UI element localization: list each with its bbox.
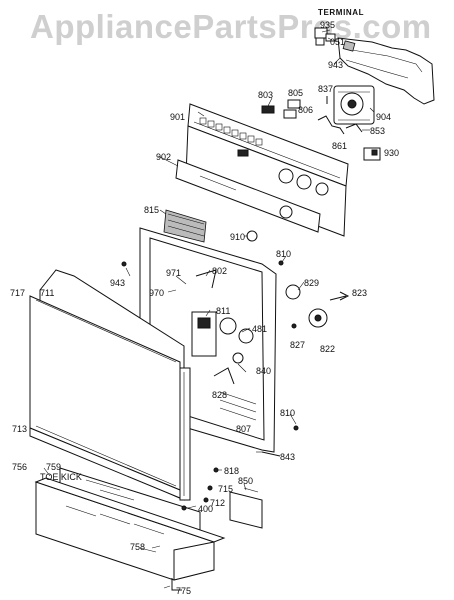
leader-lines (43, 29, 375, 589)
callout-759: 759 (46, 462, 62, 472)
callout-756: 756 (12, 462, 28, 472)
callout-822: 822 (320, 344, 336, 354)
panel-insert-902 (175, 159, 321, 233)
callout-827: 827 (290, 340, 306, 350)
callout-818: 818 (224, 466, 240, 476)
callout-910: 910 (230, 232, 246, 242)
callout-853: 853 (370, 126, 386, 136)
callout-943-left: 943 (110, 278, 126, 288)
outer-door-panel (29, 269, 191, 501)
callout-943-top: 943 (328, 60, 344, 70)
part-775 (171, 578, 182, 591)
callout-970: 970 (149, 288, 165, 298)
part-853 (345, 123, 363, 133)
part-400 (181, 505, 187, 511)
watermark: AppliancePartsPros.com (30, 8, 432, 45)
part-715 (207, 485, 213, 491)
control-panel-901 (185, 103, 349, 237)
callout-971: 971 (166, 268, 182, 278)
callout-715: 715 (218, 484, 234, 494)
part-823 (329, 291, 350, 301)
callout-775: 775 (176, 586, 192, 596)
callout-481: 481 (252, 324, 268, 334)
callout-828: 828 (212, 390, 228, 400)
callout-829: 829 (304, 278, 320, 288)
terminal-assembly (314, 27, 435, 105)
callout-713: 713 (12, 424, 28, 434)
callout-806: 806 (298, 105, 314, 115)
part-910 (246, 230, 258, 242)
part-803 (261, 105, 275, 114)
callout-711: 711 (40, 288, 55, 298)
callout-930: 930 (384, 148, 400, 158)
callout-400: 400 (198, 504, 214, 514)
callout-810-top: 810 (276, 249, 292, 259)
part-827 (291, 323, 297, 329)
part-843 (261, 451, 281, 457)
part-850 (229, 491, 263, 529)
callout-837: 837 (318, 84, 334, 94)
callout-717: 717 (10, 288, 26, 298)
part-861 (317, 115, 345, 135)
part-806 (283, 109, 297, 119)
callout-802: 802 (212, 266, 228, 276)
callout-815: 815 (144, 205, 160, 215)
part-712 (203, 497, 209, 503)
toe-kick-assembly (34, 467, 226, 581)
callout-935: 935 (320, 20, 336, 30)
callout-811: 811 (216, 306, 231, 316)
callout-843: 843 (280, 452, 296, 462)
callout-807: 807 (236, 424, 252, 434)
callout-901: 901 (170, 112, 186, 122)
callout-758: 758 (130, 542, 146, 552)
callout-810-bottom: 810 (280, 408, 296, 418)
callout-803: 803 (258, 90, 274, 100)
part-829 (285, 284, 301, 300)
screw-943 (121, 261, 127, 267)
callout-840: 840 (256, 366, 272, 376)
screw-810-bottom (293, 425, 299, 431)
callout-904: 904 (376, 112, 392, 122)
callout-823: 823 (352, 288, 368, 298)
callout-850: 850 (238, 476, 254, 486)
toe-kick-label: TOE KICK (40, 472, 82, 482)
callout-805: 805 (288, 88, 304, 98)
terminal-header: TERMINAL (318, 8, 365, 17)
part-818 (213, 467, 219, 473)
callout-051: 051 (330, 37, 346, 47)
callout-861: 861 (332, 141, 348, 151)
part-805 (287, 99, 301, 109)
timer-motor-904 (333, 85, 375, 125)
callout-712: 712 (210, 498, 226, 508)
callout-902: 902 (156, 152, 172, 162)
